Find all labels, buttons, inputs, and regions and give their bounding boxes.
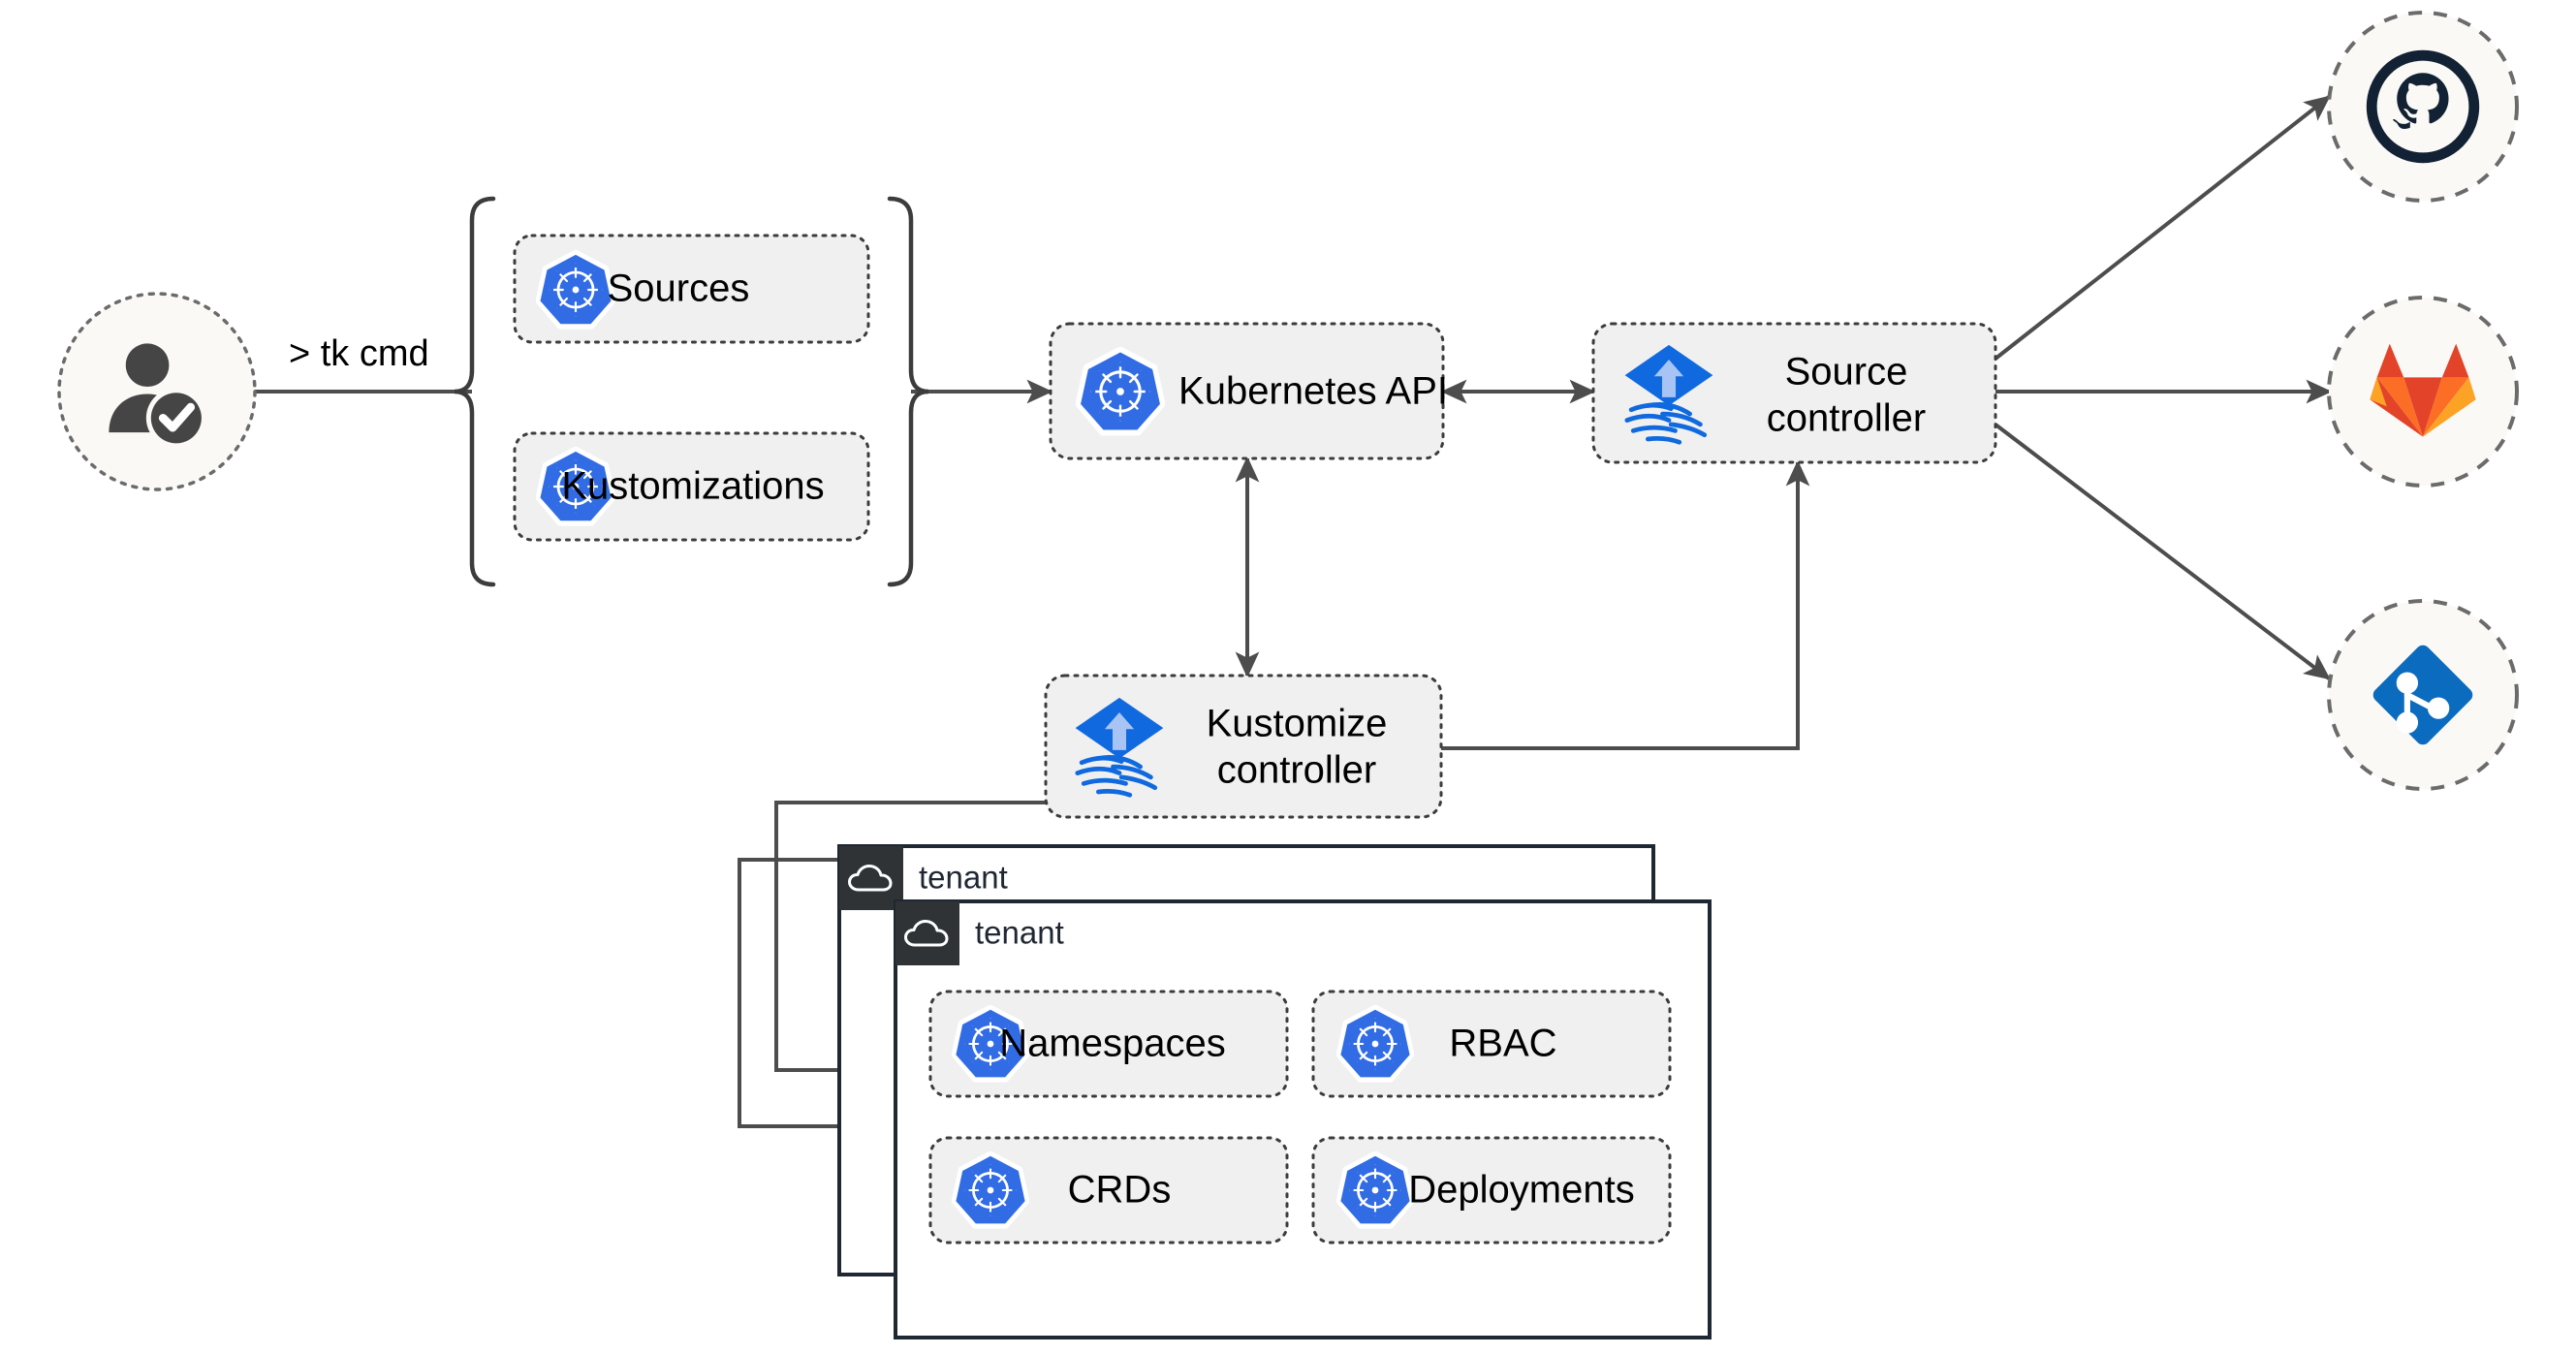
actor-user[interactable] bbox=[57, 292, 257, 491]
frame-tenant-inner-box bbox=[894, 899, 1712, 1339]
edge-source-to-git bbox=[1994, 423, 2331, 680]
card-kustomizations-label: Kustomizations bbox=[561, 465, 824, 508]
kubernetes-icon bbox=[1079, 350, 1162, 433]
frame-tenant-inner-badge bbox=[895, 901, 959, 965]
node-source-controller-label-line2: controller bbox=[1767, 397, 1927, 440]
cli-group-braces bbox=[454, 196, 929, 587]
edge-kustomize-to-source bbox=[1441, 459, 1810, 750]
node-source-controller[interactable]: Source controller bbox=[1591, 322, 1997, 464]
node-git[interactable] bbox=[2327, 599, 2519, 791]
card-sources-label: Sources bbox=[608, 268, 750, 310]
card-namespaces-bg bbox=[928, 990, 1289, 1098]
node-kustomize-controller[interactable]: Kustomize controller bbox=[1044, 674, 1443, 819]
kubernetes-icon bbox=[954, 1153, 1026, 1225]
kubernetes-icon bbox=[1338, 1007, 1411, 1079]
node-kustomize-controller-label-line2: controller bbox=[1217, 749, 1377, 792]
card-rbac-label: RBAC bbox=[1449, 1023, 1556, 1065]
node-kubernetes-api-label: Kubernetes API bbox=[1178, 370, 1448, 413]
card-rbac[interactable]: RBAC bbox=[1311, 990, 1672, 1098]
user-circle bbox=[57, 292, 257, 491]
node-source-controller-label-line1: Source bbox=[1785, 351, 1908, 394]
edge-source-to-github bbox=[1994, 95, 2331, 361]
kubernetes-icon bbox=[538, 252, 613, 326]
card-sources[interactable]: Sources bbox=[513, 234, 870, 344]
card-deployments-label: Deployments bbox=[1408, 1169, 1634, 1212]
card-crds-label: CRDs bbox=[1068, 1169, 1172, 1212]
card-crds-bg bbox=[928, 1136, 1289, 1245]
card-rbac-bg bbox=[1311, 990, 1672, 1098]
kubernetes-icon bbox=[1338, 1153, 1411, 1225]
card-namespaces-label: Namespaces bbox=[999, 1023, 1225, 1065]
brace-left bbox=[454, 196, 496, 587]
node-kubernetes-api[interactable]: Kubernetes API bbox=[1049, 322, 1448, 460]
frame-tenant-inner-label: tenant bbox=[975, 915, 1064, 951]
frame-tenant-inner[interactable]: tenant Namespaces RBAC CRDs Deployments bbox=[894, 899, 1712, 1339]
github-circle bbox=[2327, 11, 2519, 203]
card-crds[interactable]: CRDs bbox=[928, 1136, 1289, 1245]
card-namespaces[interactable]: Namespaces bbox=[928, 990, 1289, 1098]
node-github[interactable] bbox=[2327, 11, 2519, 203]
card-kustomizations[interactable]: Kustomizations bbox=[513, 431, 870, 542]
brace-right bbox=[887, 196, 929, 587]
node-kustomize-controller-label-line1: Kustomize bbox=[1207, 703, 1388, 745]
card-deployments-bg bbox=[1311, 1136, 1672, 1245]
cli-command-label: > tk cmd bbox=[289, 333, 429, 374]
card-deployments[interactable]: Deployments bbox=[1311, 1136, 1672, 1245]
frame-tenant-outer-label: tenant bbox=[919, 860, 1008, 896]
node-gitlab[interactable] bbox=[2327, 296, 2519, 488]
